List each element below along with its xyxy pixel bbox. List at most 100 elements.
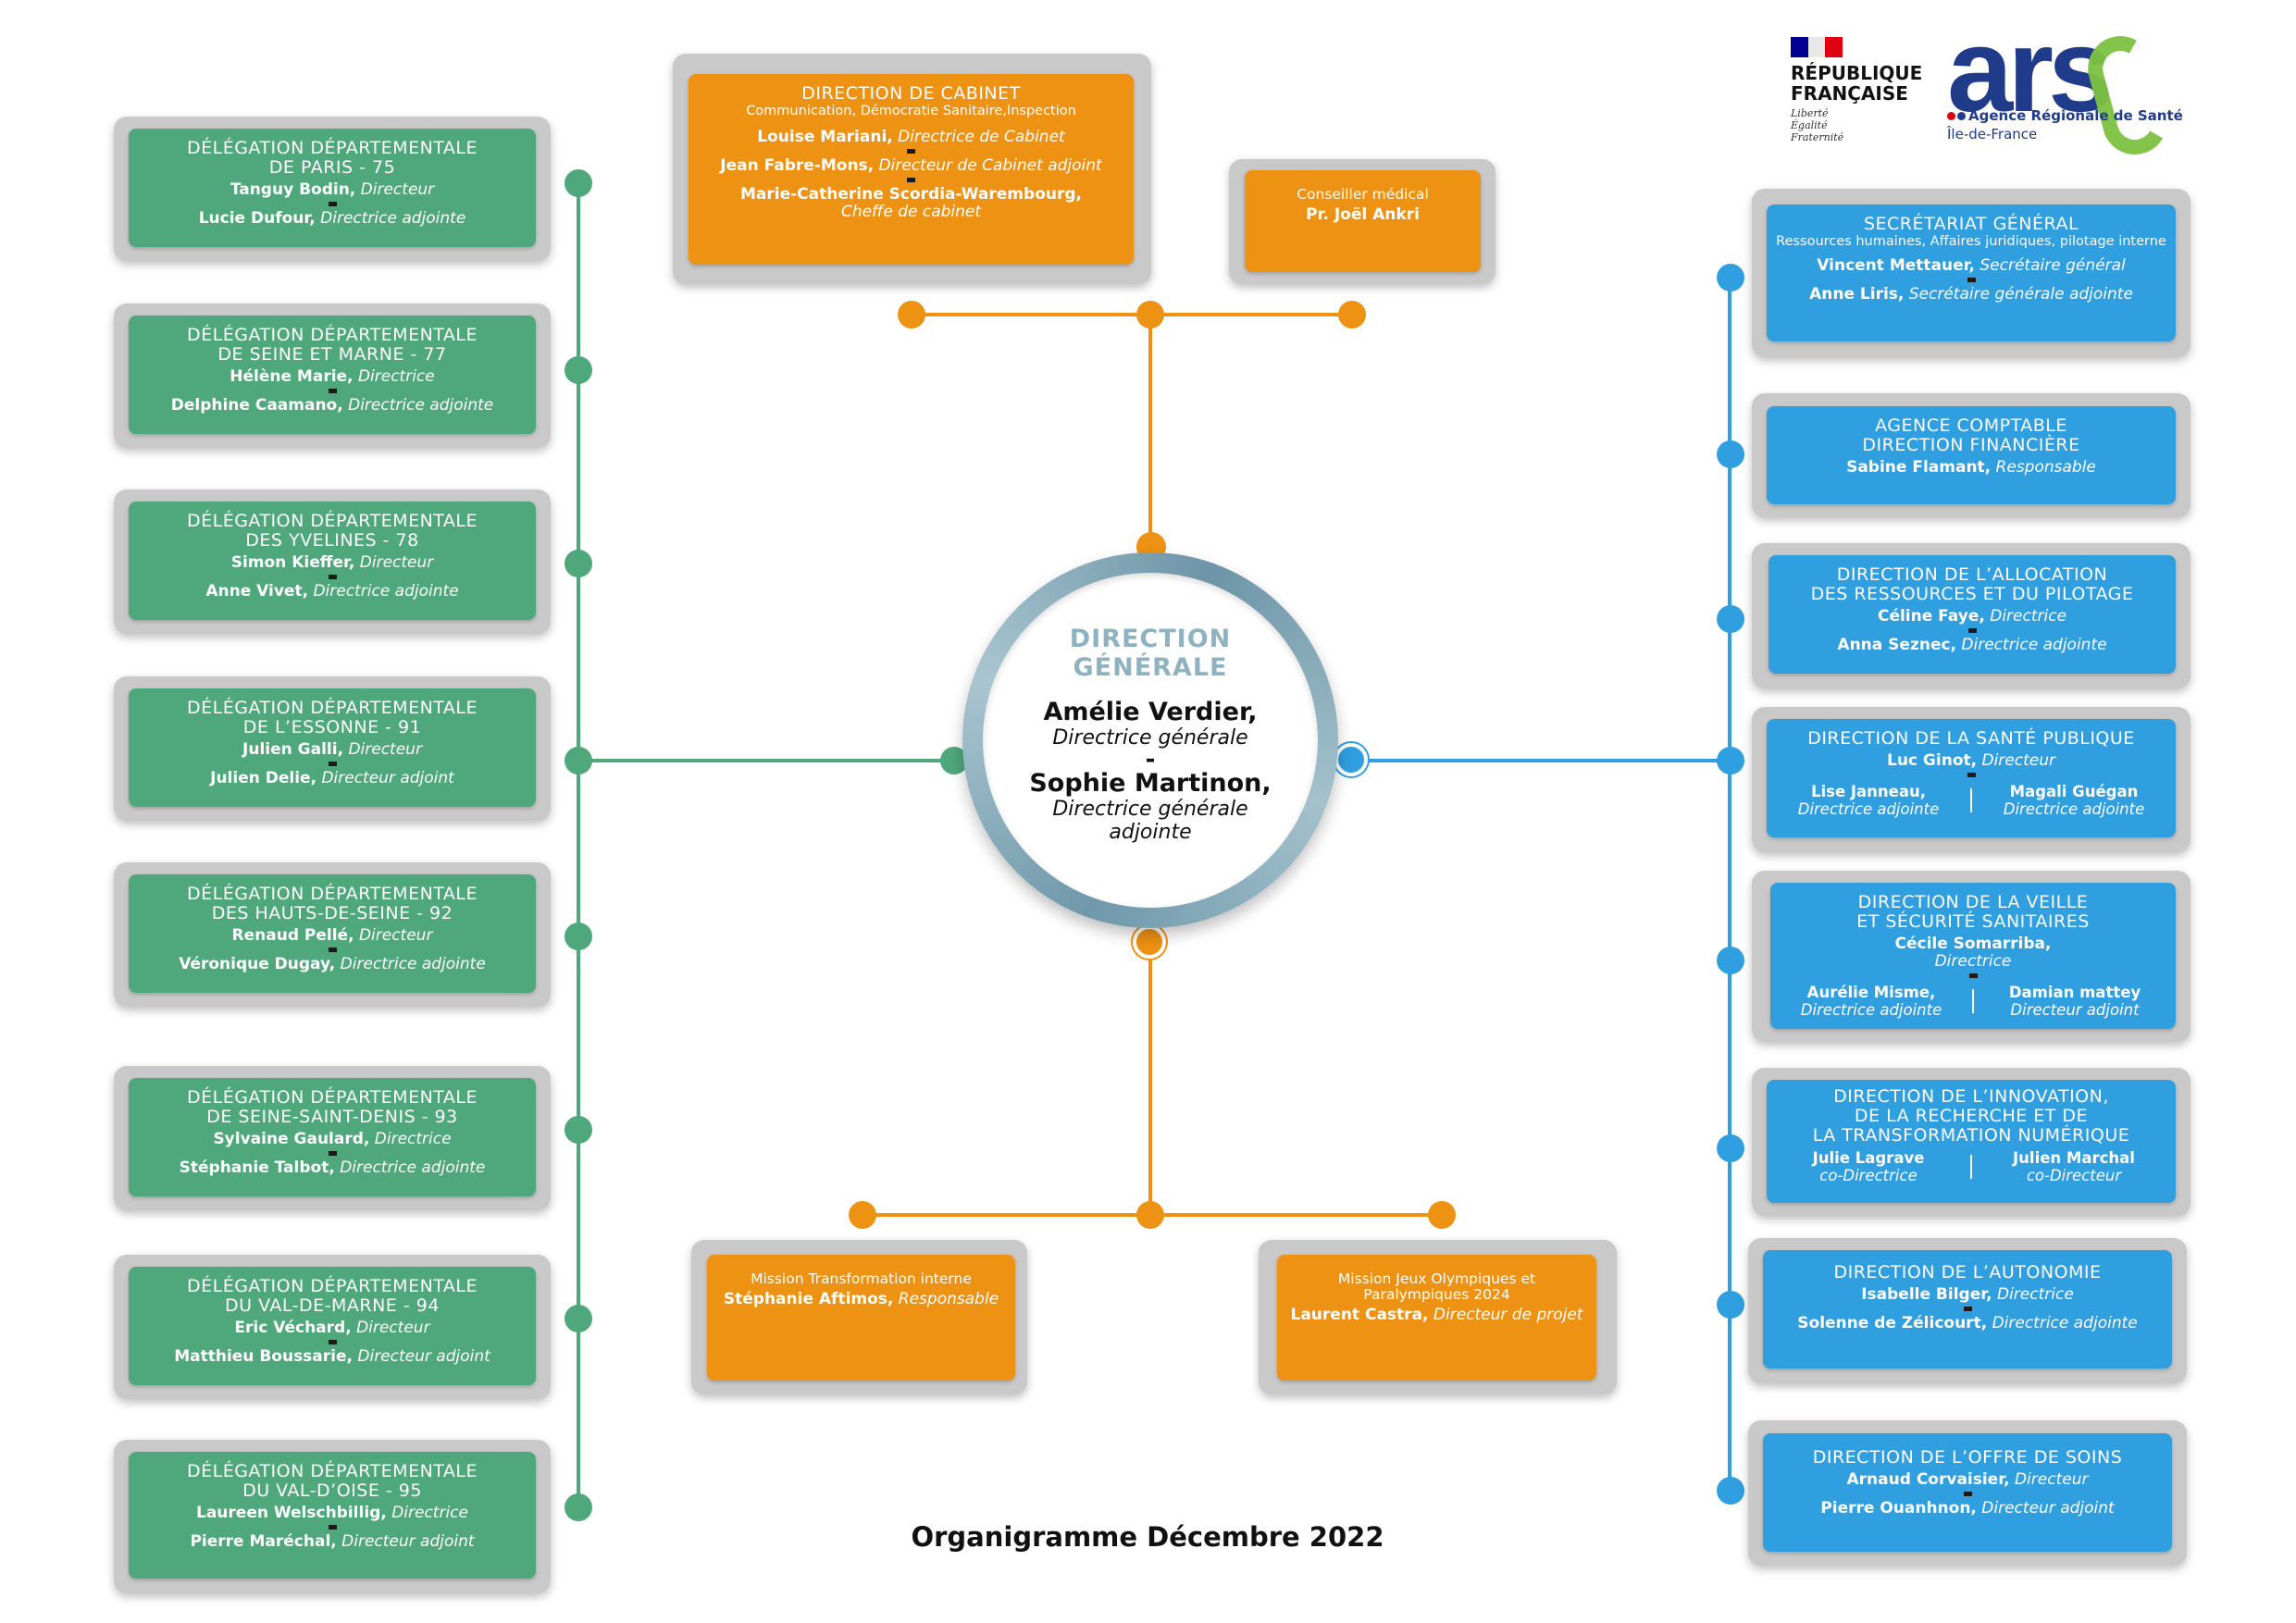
box-title: DÉLÉGATION DÉPARTEMENTALE (186, 1461, 478, 1481)
person-name: Pierre Ouanhnon, (1820, 1499, 1977, 1518)
person-role: Directrice adjointe (1797, 800, 1940, 818)
sante-publique-box[interactable]: DIRECTION DE LA SANTÉ PUBLIQUE Luc Ginot… (1767, 719, 2176, 837)
separator (907, 178, 915, 182)
person-name: Julien Marchal (2013, 1149, 2135, 1167)
connector-dot (1717, 605, 1744, 633)
mission-transformation-box[interactable]: Mission Transformation interne Stéphanie… (707, 1255, 1015, 1381)
person-name: Aurélie Misme, (1806, 984, 1936, 1001)
box-title: DÉLÉGATION DÉPARTEMENTALE (186, 1276, 478, 1296)
person-name: Solenne de Zélicourt, (1797, 1314, 1988, 1332)
person-name: Simon Kieffer, (230, 553, 355, 572)
person-name: Stéphanie Aftimos, (723, 1290, 894, 1308)
conseiller-medical-box[interactable]: Conseiller médical Pr. Joël Ankri (1245, 170, 1481, 272)
secretariat-general-box[interactable]: SECRÉTARIAT GÉNÉRAL Ressources humaines,… (1767, 204, 2176, 341)
connector-dot (1136, 301, 1164, 328)
person-role: Directeur (360, 180, 435, 199)
person-role: Directrice (1996, 1285, 2074, 1304)
person-role: Directrice adjointe (1961, 636, 2107, 654)
logo-text: FRANÇAISE (1791, 82, 1908, 105)
person-name: Lucie Dufour, (198, 209, 316, 228)
innovation-recherche-box[interactable]: DIRECTION DE L’INNOVATION,DE LA RECHERCH… (1767, 1080, 2176, 1203)
box-title: DIRECTION DE L’AUTONOMIE (1833, 1262, 2102, 1282)
person-role: Responsable (898, 1290, 999, 1308)
connector-dot (1428, 1201, 1456, 1229)
box-title: DE SEINE ET MARNE - 77 (217, 344, 447, 365)
connector-dot (1133, 925, 1166, 959)
connector-dot (1717, 1291, 1744, 1319)
separator (1963, 1492, 1972, 1496)
person-role: Directrice (357, 367, 435, 386)
logo-motto: Liberté (1791, 107, 1829, 119)
person-role: Directeur de projet (1433, 1306, 1583, 1324)
person-role: Directrice (1934, 952, 2012, 971)
person-name: Jean Fabre-Mons, (720, 156, 875, 175)
person-name: Lise Janneau, (1810, 783, 1927, 800)
offre-de-soins-box[interactable]: DIRECTION DE L’OFFRE DE SOINS Arnaud Cor… (1763, 1433, 2172, 1552)
box-title: AGENCE COMPTABLE (1875, 415, 2067, 436)
person-name: Magali Guégan (2009, 783, 2139, 800)
footer-title: Organigramme Décembre 2022 (911, 1521, 1384, 1553)
direction-generale-circle[interactable]: DIRECTION GÉNÉRALE Amélie Verdier, Direc… (962, 552, 1338, 928)
box-title: ET SÉCURITÉ SANITAIRES (1856, 911, 2090, 932)
box-title: DE SEINE-SAINT-DENIS - 93 (206, 1107, 458, 1127)
person-name: Julien Galli, (242, 740, 344, 759)
separator (328, 575, 337, 579)
person-name: Cécile Somarriba, (1894, 935, 2052, 953)
person-role: Directeur adjoint (341, 1532, 475, 1551)
person-name: Eric Véchard, (234, 1319, 352, 1337)
person-role: Directeur (359, 553, 434, 572)
box-title: DE PARIS - 75 (268, 157, 396, 178)
person-role: Directeur adjoint (1981, 1499, 2115, 1518)
person-role: co-Directrice (1819, 1167, 1917, 1184)
person-name: Céline Faye, (1877, 607, 1985, 626)
person-role: Directrice générale (1052, 798, 1248, 821)
connector-dot (1717, 947, 1744, 974)
person-role: Directeur (356, 1319, 430, 1337)
person-name: Pierre Maréchal, (190, 1532, 337, 1551)
person-name: Marie-Catherine Scordia-Warembourg, (739, 185, 1082, 204)
person-role: Directeur (348, 740, 422, 759)
connector-dot (565, 747, 592, 774)
person-role: co-Directeur (2026, 1167, 2122, 1184)
box-title: DIRECTION DE L’OFFRE DE SOINS (1812, 1447, 2123, 1468)
separator (1967, 278, 1976, 282)
person-role: Directeur (358, 926, 433, 945)
bullet-icon (1947, 112, 1955, 120)
column-divider (1970, 1155, 1972, 1179)
person-role: Directrice de Cabinet (898, 128, 1065, 146)
person-name: Delphine Caamano, (170, 396, 343, 415)
person-role: Directrice adjointe (340, 955, 486, 973)
right-horizontal-line (1351, 759, 1731, 762)
box-title: DÉLÉGATION DÉPARTEMENTALE (186, 138, 478, 158)
person-name: Julien Delie, (210, 769, 317, 787)
ars-s-mark (2080, 29, 2175, 162)
logo-region: Île-de-France (1947, 126, 2038, 142)
connector-dot (1334, 743, 1368, 776)
bullet-icon (1957, 112, 1966, 120)
person-role: Directeur (1981, 751, 2055, 770)
autonomie-box[interactable]: DIRECTION DE L’AUTONOMIE Isabelle Bilger… (1763, 1250, 2172, 1369)
column-divider (1970, 788, 1972, 812)
circle-title: GÉNÉRALE (1073, 653, 1228, 682)
person-name: Anne Vivet, (205, 582, 309, 601)
box-title: DES RESSOURCES ET DU PILOTAGE (1810, 584, 2134, 604)
box-title: SECRÉTARIAT GÉNÉRAL (1863, 214, 2079, 234)
person-role: Secrétaire générale adjointe (1908, 285, 2133, 304)
box-title: LA TRANSFORMATION NUMÉRIQUE (1812, 1125, 2130, 1146)
person-name: Anne Liris, (1809, 285, 1905, 304)
separator (328, 948, 337, 952)
cabinet-box[interactable]: DIRECTION DE CABINET Communication, Démo… (689, 74, 1134, 265)
person-name: Sabine Flamant, (1846, 458, 1992, 477)
